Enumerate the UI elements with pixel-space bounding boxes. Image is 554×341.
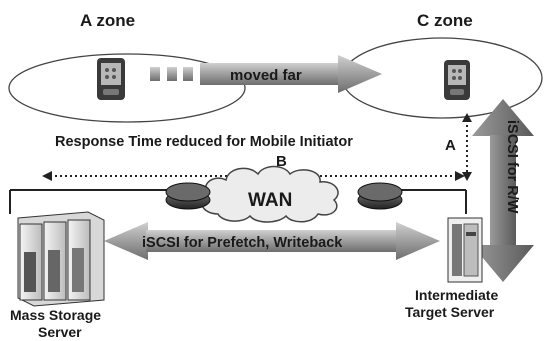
router-icon [357,182,403,210]
wan-cloud-icon [200,165,339,223]
mass-storage-server-icon [17,211,105,307]
pda-icon [97,58,125,100]
prefetch-writeback-arrow [104,222,440,260]
moved-far-arrow [150,55,382,93]
path-b-label: B [276,153,287,170]
wan-label: WAN [248,190,292,211]
a-zone-ellipse [8,53,246,123]
path-a-label: A [445,137,456,154]
router-icon [165,182,211,210]
response-time-caption: Response Time reduced for Mobile Initiat… [55,134,353,150]
mass-storage-label-line2: Server [38,324,82,340]
path-a-dotted-arrow [462,113,472,181]
intermediate-label-line2: Target Server [405,304,495,320]
iscsi-rw-label: iSCSI for R/W [504,120,520,214]
path-b-dotted-arrow [42,171,465,181]
intermediate-server-icon [447,217,483,283]
c-zone-label: C zone [417,11,473,30]
iscsi-rw-arrow [472,99,534,282]
pda-icon [444,60,470,100]
moved-far-label: moved far [230,67,302,84]
intermediate-label-line1: Intermediate [415,287,498,303]
a-zone-label: A zone [80,11,135,30]
mass-storage-label-line1: Mass Storage [10,307,101,323]
prefetch-writeback-label: iSCSI for Prefetch, Writeback [142,235,343,251]
network-lines [9,189,467,214]
